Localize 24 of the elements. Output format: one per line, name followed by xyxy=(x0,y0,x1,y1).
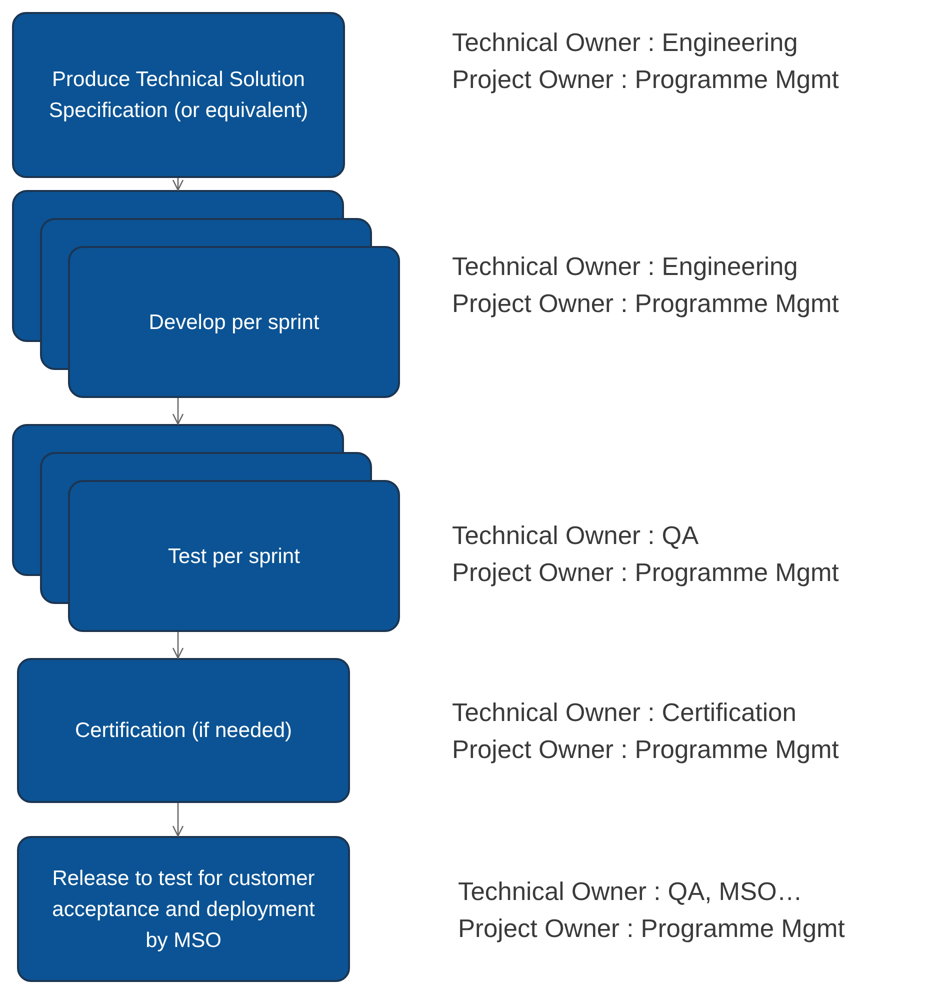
owner-note: Technical Owner : Engineering xyxy=(452,252,798,282)
step-label: Produce Technical Solution Specification (or equivalent) xyxy=(48,67,310,124)
owner-note: Technical Owner : Certification xyxy=(452,698,796,728)
owner-note: Technical Owner : Engineering xyxy=(452,28,798,58)
arrow xyxy=(172,178,184,191)
owner-note: Project Owner : Programme Mgmt xyxy=(458,914,845,944)
process-box xyxy=(12,12,345,178)
process-box xyxy=(17,836,350,982)
arrow xyxy=(172,632,184,659)
owner-note: Project Owner : Programme Mgmt xyxy=(452,735,839,765)
stacked-process-box xyxy=(12,424,400,632)
stacked-process-box xyxy=(12,190,400,398)
step-label: Develop per sprint xyxy=(148,310,320,336)
owner-note: Technical Owner : QA, MSO… xyxy=(458,877,802,907)
step-label: Certification (if needed) xyxy=(74,718,292,744)
arrow xyxy=(172,803,184,837)
owner-note: Technical Owner : QA xyxy=(452,521,699,551)
arrow xyxy=(172,398,184,425)
owner-note: Project Owner : Programme Mgmt xyxy=(452,289,839,319)
process-box xyxy=(17,658,350,803)
owner-note: Project Owner : Programme Mgmt xyxy=(452,65,839,95)
step-label: Release to test for customer acceptance and deployment by MSO xyxy=(51,866,316,954)
step-label: Test per sprint xyxy=(168,544,300,570)
owner-note: Project Owner : Programme Mgmt xyxy=(452,558,839,588)
